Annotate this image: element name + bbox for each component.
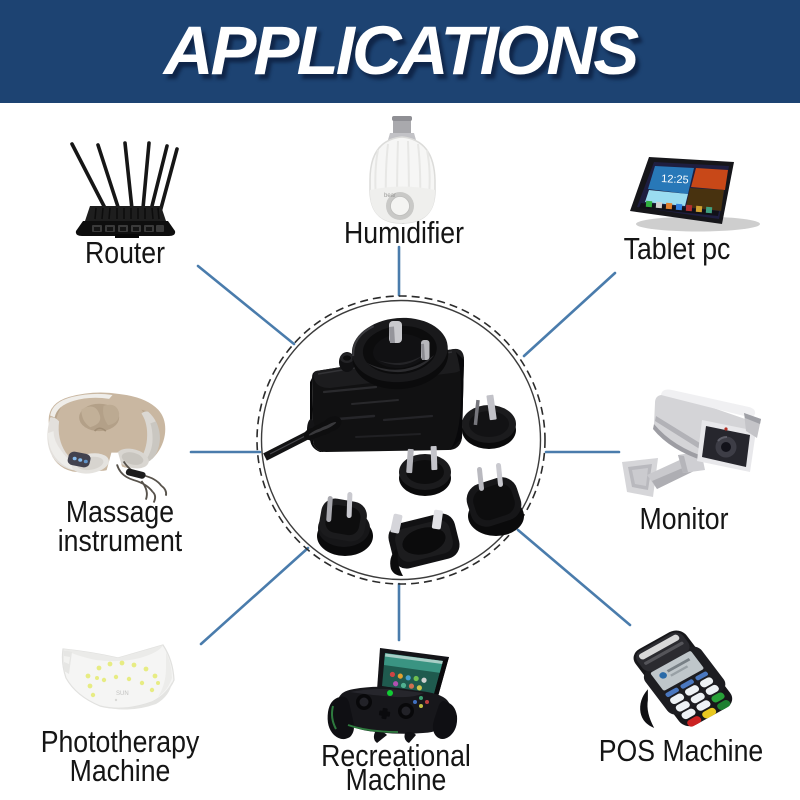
svg-text:bear: bear [384,193,396,199]
svg-text:12:25: 12:25 [661,173,689,186]
svg-text:SUN: SUN [116,691,129,697]
